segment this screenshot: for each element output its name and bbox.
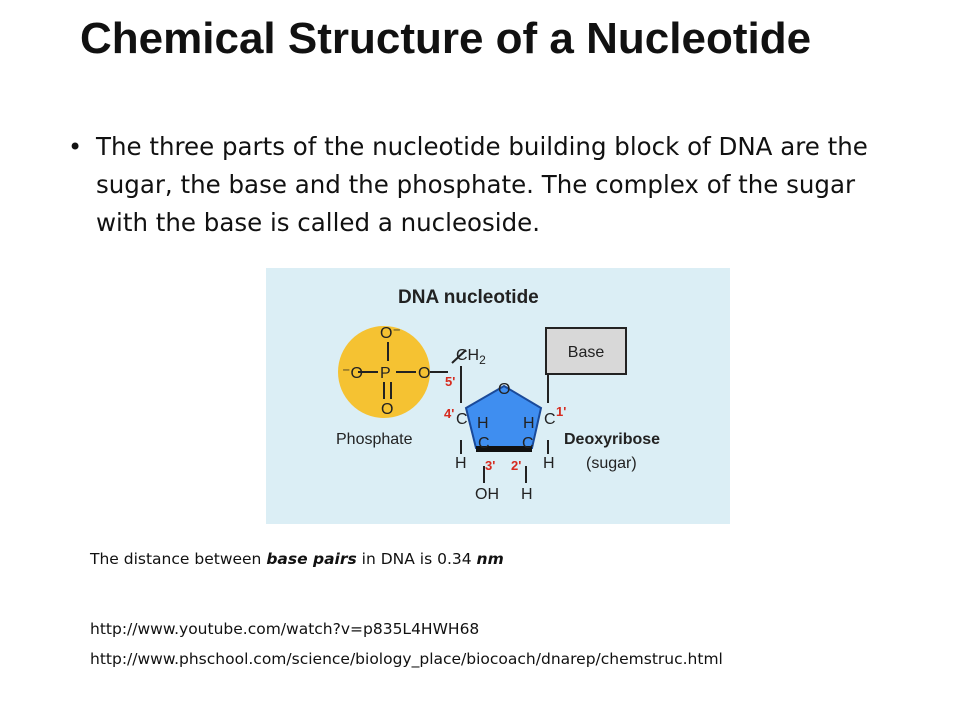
- carbon-2-atom: C: [522, 435, 534, 452]
- bullet-point: • The three parts of the nucleotide buil…: [68, 128, 868, 242]
- caption-pre: The distance between: [90, 550, 267, 568]
- bullet-dot: •: [68, 133, 83, 161]
- caption-mid: in DNA is 0.34: [356, 550, 477, 568]
- phschool-link[interactable]: http://www.phschool.com/science/biology_…: [90, 650, 723, 668]
- carbon-4-atom: C: [456, 411, 468, 428]
- phosphate-circle: [338, 326, 430, 418]
- ch2-atom: CH2: [456, 347, 486, 367]
- hydrogen-1b-atom: H: [543, 455, 555, 472]
- ch2-text: CH: [456, 347, 479, 364]
- caption-emphasis: base pairs: [266, 550, 357, 568]
- phosphorus-atom: P: [380, 365, 391, 382]
- oxygen-bottom-atom: O: [381, 401, 393, 418]
- ring-oxygen-atom: O: [498, 381, 510, 398]
- youtube-link[interactable]: http://www.youtube.com/watch?v=p835L4HWH…: [90, 620, 480, 638]
- hydrogen-2-atom: H: [521, 486, 533, 503]
- sugar-bonds: [460, 342, 549, 483]
- phosphate-bonds: [358, 342, 467, 399]
- caption-unit: nm: [476, 550, 504, 568]
- position-1-label: 1': [556, 404, 566, 419]
- position-2-label: 2': [511, 458, 521, 473]
- dna-nucleotide-figure: DNA nucleotide O⁻ ⁻O P O O Phosphate CH2: [266, 268, 730, 524]
- hydroxyl-atom: OH: [475, 486, 499, 503]
- nucleotide-diagram: DNA nucleotide O⁻ ⁻O P O O Phosphate CH2: [336, 287, 660, 503]
- sugar-sublabel: (sugar): [586, 455, 637, 472]
- position-4-label: 4': [444, 406, 454, 421]
- oxygen-top-atom: O⁻: [380, 325, 401, 342]
- bullet-text: The three parts of the nucleotide buildi…: [96, 132, 868, 237]
- base-box: [545, 327, 627, 375]
- hydrogen-4-atom: H: [477, 415, 489, 432]
- position-3-label: 3': [485, 458, 495, 473]
- position-5-label: 5': [445, 374, 455, 389]
- phosphate-label: Phosphate: [336, 431, 413, 448]
- carbon-1-atom: C: [544, 411, 556, 428]
- hydrogen-1-atom: H: [523, 415, 535, 432]
- ch2-subscript: 2: [479, 353, 486, 367]
- slide-title: Chemical Structure of a Nucleotide: [80, 14, 812, 63]
- base-label: Base: [568, 344, 605, 361]
- oxygen-left-atom: ⁻O: [342, 365, 363, 382]
- oxygen-bridge-atom: O: [418, 365, 430, 382]
- sugar-label: Deoxyribose: [564, 431, 660, 448]
- carbon-3-atom: C: [478, 435, 490, 452]
- hydrogen-4b-atom: H: [455, 455, 467, 472]
- figure-heading: DNA nucleotide: [398, 287, 539, 308]
- distance-caption: The distance between base pairs in DNA i…: [90, 550, 504, 568]
